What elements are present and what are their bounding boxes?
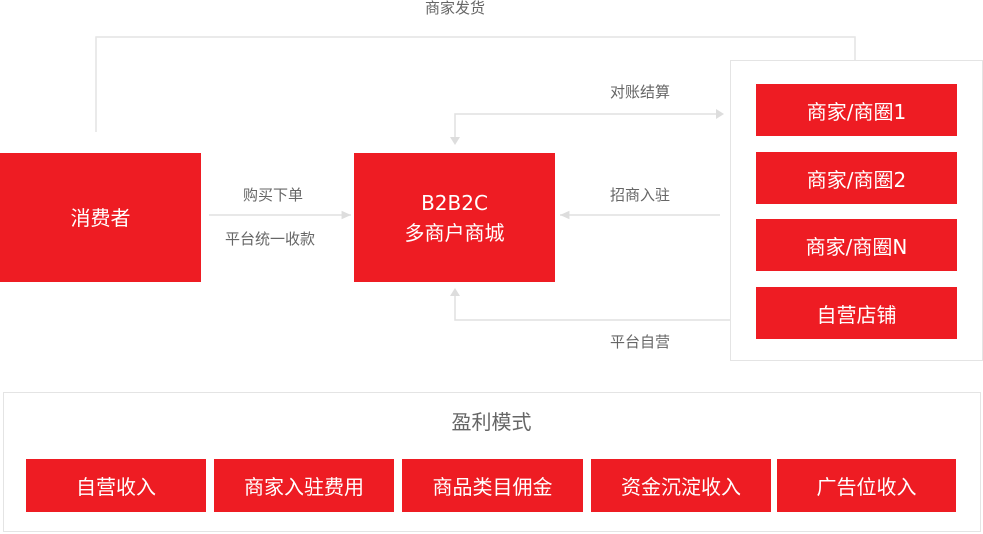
profit-title: 盈利模式 [451,410,532,434]
revenue-merchant-fee: 商家入驻费用 [214,459,394,512]
revenue-self-operated: 自营收入 [26,459,206,512]
reconcile-line [454,113,722,143]
revenue-fund-deposit: 资金沉淀收入 [591,459,771,512]
merchant-item-n: 商家/商圈N [756,219,957,271]
reconcile-arrow-right [716,109,724,119]
consumer-node: 消费者 [0,153,201,282]
platform-self-label: 平台自营 [610,333,671,351]
merchant-ship-label: 商家发货 [425,0,486,17]
revenue-category-commission: 商品类目佣金 [402,459,583,512]
reconcile-arrow-down [450,137,460,145]
revenue-advertising: 广告位收入 [777,459,956,512]
mall-node: B2B2C 多商户商城 [354,153,555,282]
platform-self-arrow-up [450,288,460,296]
unified-collection-label: 平台统一收款 [225,230,316,248]
consumer-label: 消费者 [70,205,131,230]
platform-self-line [454,292,730,321]
merchant-item-1: 商家/商圈1 [756,84,957,136]
merchant-onboard-label: 招商入驻 [610,186,671,204]
merchant-item-2: 商家/商圈2 [756,152,957,204]
mall-label-line1: B2B2C [421,190,488,215]
mall-label-line2: 多商户商城 [404,220,505,245]
reconcile-label: 对账结算 [610,83,671,101]
self-store-item: 自营店铺 [756,287,957,339]
buy-order-label: 购买下单 [243,186,304,204]
